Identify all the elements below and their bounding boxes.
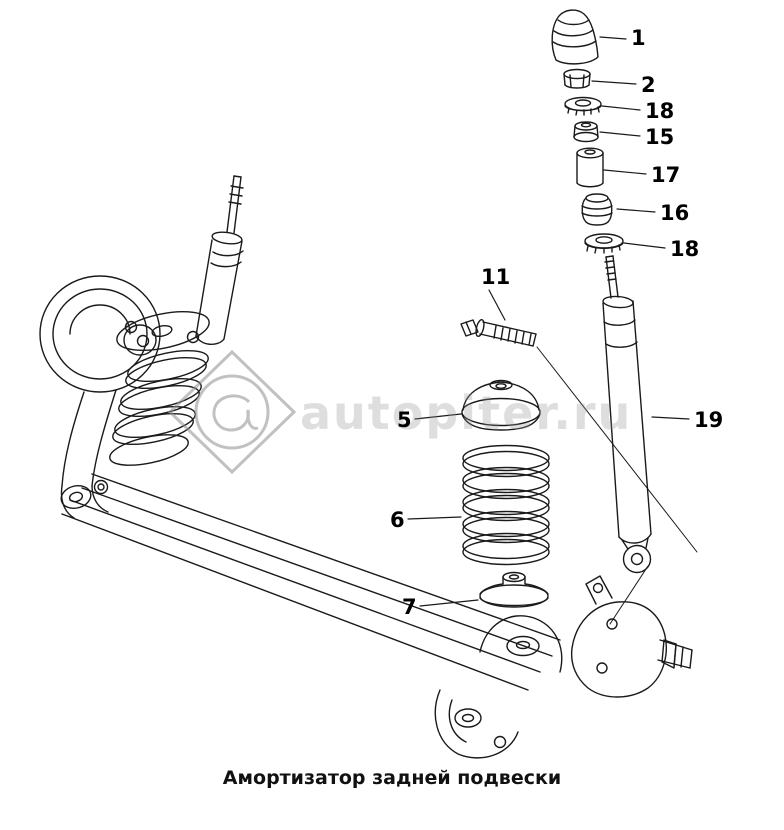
callout-label-18-lower: 18: [670, 237, 699, 261]
upper-mount-bracket: [116, 311, 210, 351]
callout-labels: 1 2 18 15 17 16 18 11 5 6 7 19: [390, 26, 723, 619]
diagram-caption: Амортизатор задней подвески: [223, 767, 561, 789]
coil-spring-6: [462, 444, 550, 566]
bump-stop-1: [551, 9, 599, 65]
spring-seat-lower-7: [479, 571, 549, 608]
callout-label-16: 16: [660, 201, 689, 225]
callout-label-5: 5: [397, 408, 412, 432]
callout-label-19: 19: [694, 408, 723, 432]
watermark-diamond-logo: [167, 349, 297, 475]
brake-drum: [39, 275, 161, 393]
washer-18-lower: [584, 233, 624, 254]
callout-label-6: 6: [390, 508, 405, 532]
assembly-axis-lines: [536, 346, 698, 625]
watermark-logo-glyph: [212, 394, 259, 432]
mount-bushing-16: [581, 193, 613, 226]
washer-18-upper: [564, 96, 602, 116]
callout-label-17: 17: [651, 163, 680, 187]
mount-bolt-11: [460, 319, 537, 347]
beam-end-plate: [434, 689, 519, 759]
axle-beam: [61, 473, 561, 691]
callout-label-15: 15: [645, 125, 674, 149]
stub-axle: [657, 639, 693, 669]
lock-nut-2: [563, 68, 591, 89]
watermark-circle-logo: [194, 374, 270, 450]
beam-spring-seat: [479, 615, 563, 673]
trailing-arm: [60, 389, 117, 519]
callout-label-7: 7: [402, 595, 417, 619]
watermark: autopiter.ru: [167, 349, 632, 475]
shock-absorber-19: [602, 255, 652, 574]
callout-label-18-upper: 18: [645, 99, 674, 123]
mount-bushing-15: [573, 121, 599, 143]
callout-leader-lines: [407, 36, 690, 607]
callout-label-1: 1: [631, 26, 646, 50]
spacer-sleeve-17: [576, 147, 604, 188]
callout-label-2: 2: [641, 73, 656, 97]
watermark-text: autopiter.ru: [300, 386, 632, 440]
spindle-bracket: [570, 575, 667, 698]
spring-seat-upper-5: [461, 379, 541, 431]
installed-shock-absorber: [195, 175, 244, 345]
callout-label-11: 11: [481, 265, 510, 289]
